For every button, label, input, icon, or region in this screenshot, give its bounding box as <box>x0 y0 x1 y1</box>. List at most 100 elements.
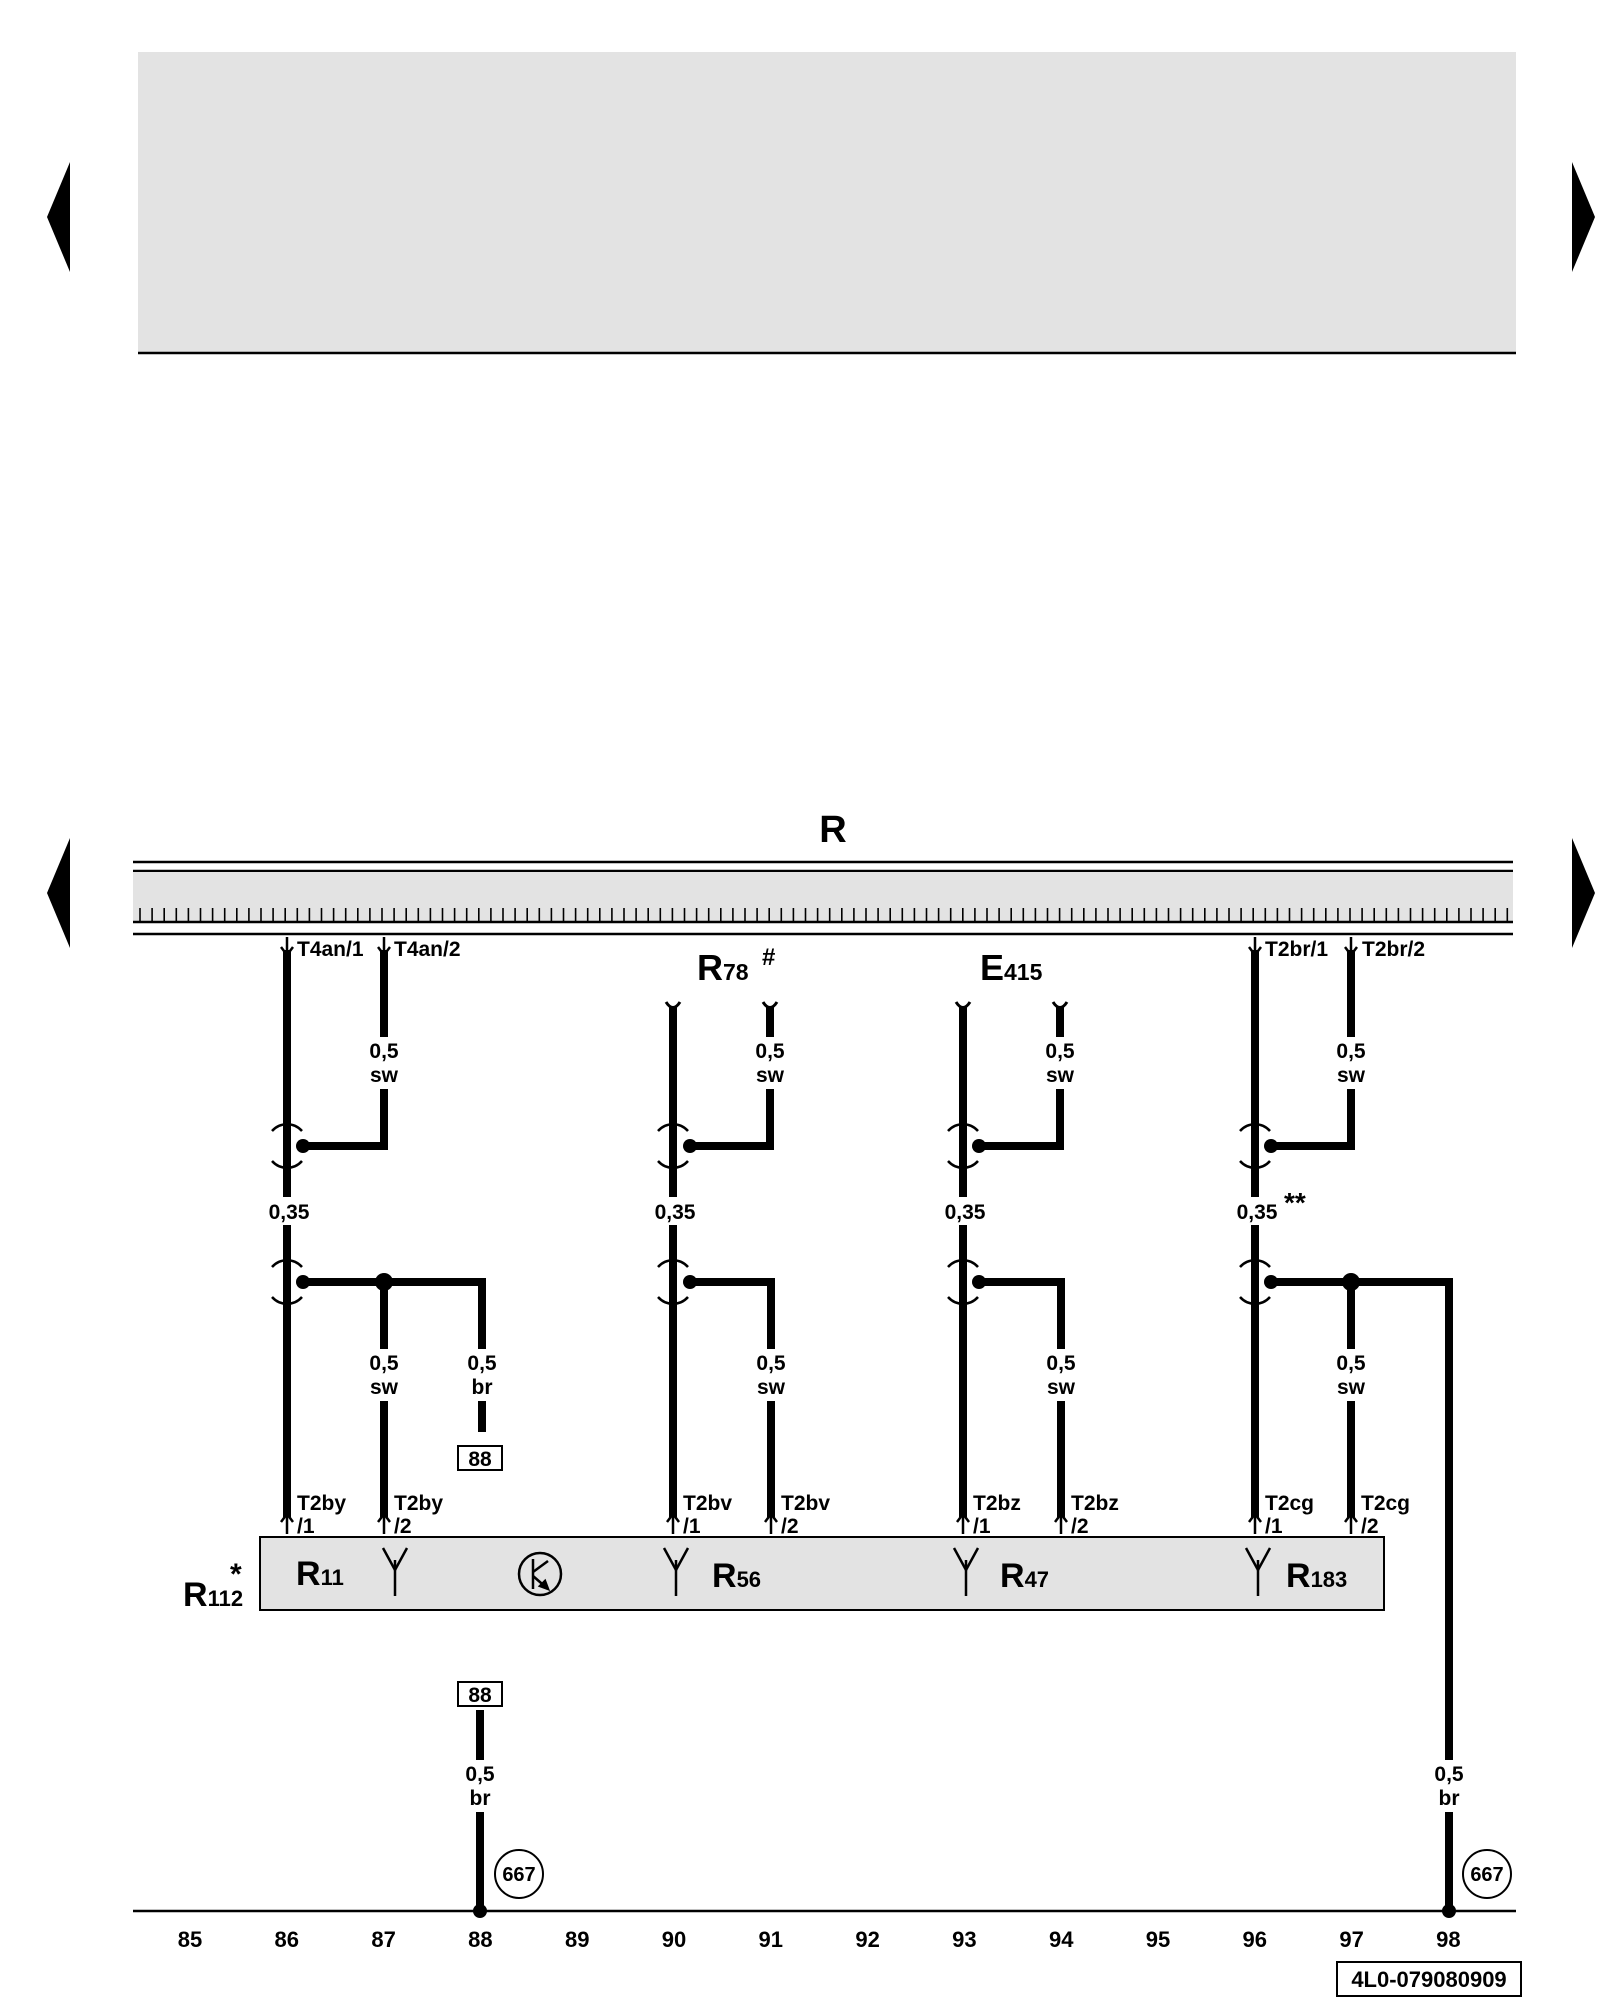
svg-text:sw: sw <box>1047 1376 1076 1399</box>
svg-text:0,5: 0,5 <box>1434 1763 1464 1786</box>
svg-text:R183: R183 <box>1286 1557 1347 1595</box>
svg-text:**: ** <box>1284 1187 1306 1218</box>
svg-text:0,5: 0,5 <box>756 1352 786 1375</box>
svg-text:0,5: 0,5 <box>465 1763 495 1786</box>
svg-text:0,35: 0,35 <box>945 1201 986 1224</box>
connector-top-T4an-1: T4an/1 <box>280 937 364 961</box>
svg-text:sw: sw <box>1337 1376 1366 1399</box>
svg-text:88: 88 <box>468 1448 492 1471</box>
track-number: 91 <box>759 1927 783 1952</box>
svg-text:4L0-079080909: 4L0-079080909 <box>1351 1967 1506 1992</box>
triangle-arrow-icon[interactable] <box>47 838 70 948</box>
svg-text:T4an/1: T4an/1 <box>297 938 364 961</box>
reference-box-88-lower[interactable]: 88 <box>457 1681 503 1707</box>
triangle-arrow-icon[interactable] <box>1572 838 1595 948</box>
component-E415-label: E415 <box>980 947 1043 988</box>
antenna-icon <box>1244 1547 1272 1596</box>
svg-text:0,35: 0,35 <box>269 1201 310 1224</box>
svg-text:R47: R47 <box>1000 1557 1049 1595</box>
svg-text:667: 667 <box>502 1864 535 1886</box>
svg-text:0,5: 0,5 <box>467 1352 497 1375</box>
antenna-icon <box>662 1547 690 1596</box>
svg-text:/1: /1 <box>683 1515 701 1538</box>
wire-label-lower: 0,5 sw 0,5 sw 0,5 sw 0,5 sw 0,5 br <box>360 1349 1375 1401</box>
track-number: 92 <box>855 1927 879 1952</box>
svg-text:sw: sw <box>1337 1064 1366 1087</box>
triangle-arrow-icon[interactable] <box>47 162 70 272</box>
svg-text:0,5: 0,5 <box>1045 1040 1075 1063</box>
track-number: 87 <box>371 1927 395 1952</box>
track-number: 88 <box>468 1927 492 1952</box>
svg-text:br: br <box>1439 1787 1460 1810</box>
svg-text:*: * <box>230 1558 242 1591</box>
harness-label: R <box>819 809 846 851</box>
svg-text:T2bz: T2bz <box>973 1492 1021 1515</box>
track-number: 94 <box>1049 1927 1074 1952</box>
wire-label-coax: 0,35 0,35 0,35 0,35 ** <box>262 1187 1306 1225</box>
antenna-icon <box>381 1547 409 1596</box>
svg-text:/1: /1 <box>297 1515 315 1538</box>
track-number: 89 <box>565 1927 589 1952</box>
track-number: 96 <box>1243 1927 1267 1952</box>
svg-text:T2cg: T2cg <box>1265 1492 1314 1515</box>
triangle-arrow-icon[interactable] <box>1572 162 1595 272</box>
transistor-icon <box>517 1551 563 1597</box>
svg-text:T4an/2: T4an/2 <box>394 938 461 961</box>
svg-text:/2: /2 <box>394 1515 412 1538</box>
svg-text:T2br/2: T2br/2 <box>1362 938 1425 961</box>
connector-top-T4an-2: T4an/2 <box>377 937 461 961</box>
svg-text:88: 88 <box>468 1684 492 1707</box>
svg-text:T2bz: T2bz <box>1071 1492 1119 1515</box>
svg-text:br: br <box>472 1376 493 1399</box>
svg-text:0,5: 0,5 <box>1336 1352 1366 1375</box>
svg-text:0,5: 0,5 <box>1046 1352 1076 1375</box>
svg-text:0,35: 0,35 <box>655 1201 696 1224</box>
svg-text:/2: /2 <box>1071 1515 1089 1538</box>
svg-text:T2br/1: T2br/1 <box>1265 938 1328 961</box>
svg-text:R11: R11 <box>296 1555 344 1593</box>
wire-label-upper: 0,5 sw 0,5 sw 0,5 sw 0,5 sw <box>360 1037 1375 1089</box>
component-R78-label: R78 # <box>697 944 775 988</box>
svg-text:sw: sw <box>757 1376 786 1399</box>
track-number: 98 <box>1436 1927 1460 1952</box>
svg-text:/2: /2 <box>1361 1515 1379 1538</box>
connector-top-T2br-2: T2br/2 <box>1344 937 1425 961</box>
svg-text:667: 667 <box>1470 1864 1503 1886</box>
track-number: 86 <box>275 1927 299 1952</box>
wiring <box>271 950 1456 1918</box>
track-number: 97 <box>1339 1927 1363 1952</box>
upper-panel <box>138 52 1516 352</box>
svg-text:T2bv: T2bv <box>683 1492 732 1515</box>
svg-text:sw: sw <box>370 1064 399 1087</box>
svg-text:sw: sw <box>1046 1064 1075 1087</box>
svg-text:R78: R78 <box>697 947 749 988</box>
svg-text:0,35: 0,35 <box>1237 1201 1278 1224</box>
svg-text:br: br <box>470 1787 491 1810</box>
document-id: 4L0-079080909 <box>1336 1961 1522 1997</box>
svg-text:E415: E415 <box>980 947 1043 988</box>
connector-top-T2br-1: T2br/1 <box>1248 937 1328 961</box>
svg-text:/1: /1 <box>1265 1515 1283 1538</box>
svg-text:T2bv: T2bv <box>781 1492 830 1515</box>
svg-text:0,5: 0,5 <box>369 1040 399 1063</box>
reference-box-88-upper[interactable]: 88 <box>457 1445 503 1471</box>
svg-text:0,5: 0,5 <box>1336 1040 1366 1063</box>
svg-text:R112: R112 <box>183 1576 243 1614</box>
svg-text:/1: /1 <box>973 1515 991 1538</box>
svg-text:T2by: T2by <box>297 1492 346 1515</box>
ground-point-667-left[interactable]: 667 <box>494 1849 544 1899</box>
svg-text:sw: sw <box>756 1064 785 1087</box>
svg-text:T2by: T2by <box>394 1492 443 1515</box>
connectors-bottom: T2by /1 T2by /2 T2bv /1 T2bv /2 T2bz /1 … <box>280 1492 1410 1538</box>
harness-bar <box>133 860 1513 936</box>
track-number: 85 <box>178 1927 202 1952</box>
svg-text:/2: /2 <box>781 1515 799 1538</box>
svg-text:T2cg: T2cg <box>1361 1492 1410 1515</box>
svg-text:0,5: 0,5 <box>755 1040 785 1063</box>
track-number: 90 <box>662 1927 686 1952</box>
track-number: 95 <box>1146 1927 1170 1952</box>
ground-point-667-right[interactable]: 667 <box>1462 1849 1512 1899</box>
wire-label-ground: 0,5 br 0,5 br <box>456 1760 1473 1812</box>
